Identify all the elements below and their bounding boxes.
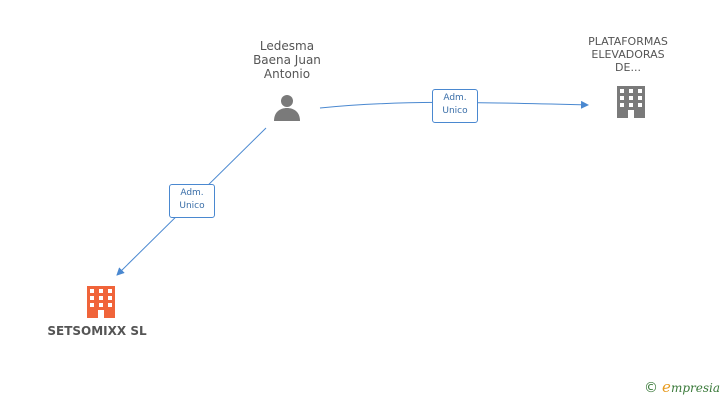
- edge-role-label-main: Adm. Unico: [169, 184, 215, 218]
- brand-watermark: ©empresia: [644, 378, 720, 396]
- company-building-highlight-icon[interactable]: [87, 286, 115, 318]
- person-icon[interactable]: [274, 95, 300, 121]
- main-company-name-label[interactable]: SETSOMIXX SL: [47, 324, 147, 338]
- top-company-name-label[interactable]: PLATAFORMAS ELEVADORAS DE...: [588, 35, 668, 74]
- person-name-label[interactable]: Ledesma Baena Juan Antonio: [253, 39, 321, 81]
- copyright-symbol: ©: [644, 380, 659, 396]
- edge-role-label-top: Adm. Unico: [432, 89, 478, 123]
- brand-logo-name: mpresia: [670, 381, 720, 395]
- company-building-icon[interactable]: [617, 86, 645, 118]
- brand-logo-initial: e: [662, 378, 671, 396]
